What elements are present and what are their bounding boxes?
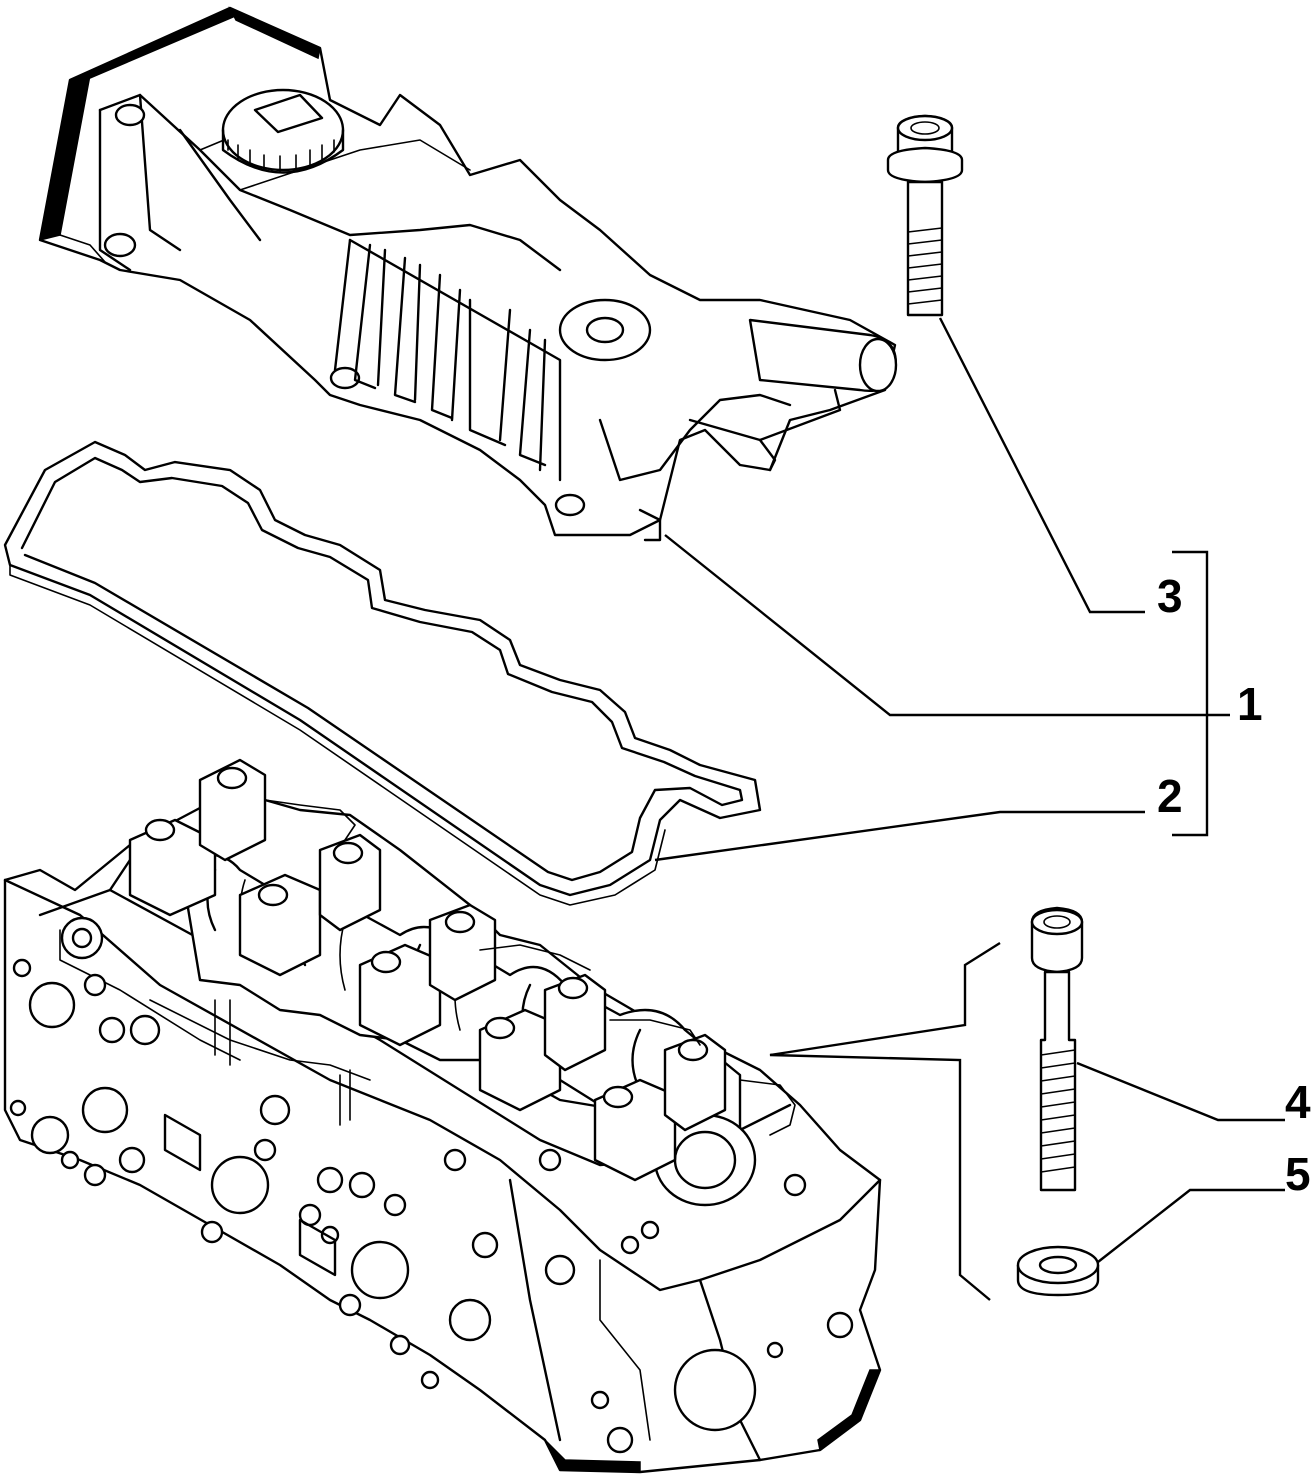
callout-5: 5 (1285, 1148, 1311, 1200)
leader-lines (654, 317, 1285, 1301)
cover-bolt (886, 114, 964, 317)
callout-2: 2 (1157, 770, 1183, 822)
leader-3 (938, 317, 1145, 614)
cover-gasket (3, 440, 762, 906)
head-bolt (1030, 906, 1084, 1192)
callout-3: 3 (1157, 570, 1183, 622)
head-bolt-washer (1016, 1245, 1100, 1297)
cylinder-head (3, 758, 882, 1474)
bracket-1 (1172, 550, 1209, 837)
leader-2 (654, 810, 1145, 862)
callout-4: 4 (1285, 1076, 1311, 1128)
cam-cover (38, 6, 898, 542)
leader-5 (1097, 1188, 1285, 1263)
leader-4 (1076, 1061, 1285, 1122)
leader-1 (664, 534, 1230, 717)
bracket-4-5 (769, 941, 1001, 1301)
callout-1: 1 (1237, 678, 1263, 730)
